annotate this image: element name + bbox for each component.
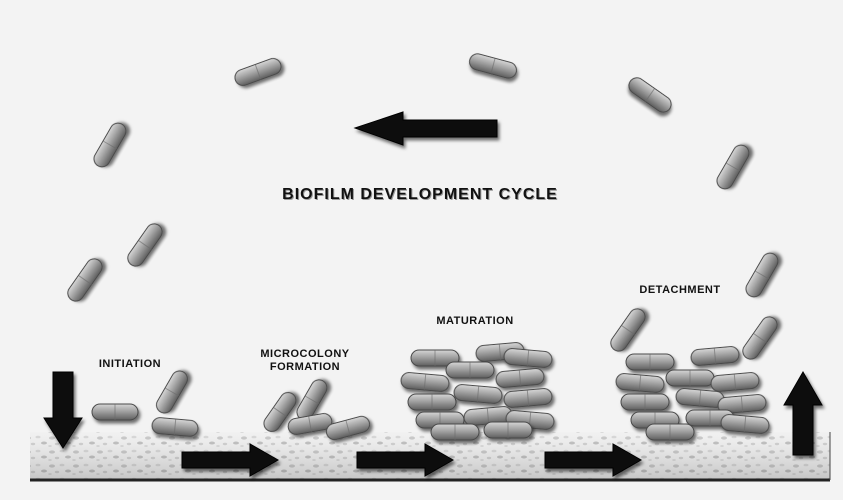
floating-bacterium [65, 256, 106, 304]
floating-bacterium [608, 306, 649, 354]
initiation-bacterium [154, 368, 191, 416]
detachment-bacterium [690, 346, 739, 366]
stage-label-detachment: DETACHMENT [620, 284, 740, 297]
floating-bacterium [740, 314, 781, 362]
floating-bacterium [468, 52, 519, 80]
detachment-bacterium [621, 394, 669, 410]
stage-label-initiation: INITIATION [80, 358, 180, 371]
stage-label-maturation: MATURATION [415, 315, 535, 328]
maturation-bacterium [503, 348, 552, 368]
maturation-bacterium [446, 362, 494, 378]
floating-bacterium [743, 250, 781, 300]
bacteria-group [65, 52, 781, 441]
floating-bacterium [714, 142, 752, 192]
maturation-bacterium [408, 394, 456, 410]
maturation-bacterium [431, 424, 479, 440]
detachment-bacterium [720, 414, 769, 434]
floating-bacterium [626, 75, 674, 116]
detachment-bacterium [615, 373, 664, 393]
maturation-bacterium [484, 422, 532, 438]
stage-label-microcolony-line2: FORMATION [235, 361, 375, 374]
maturation-bacterium [400, 372, 449, 392]
maturation-bacterium [453, 384, 502, 404]
floating-bacterium [91, 120, 129, 170]
detachment-bacterium [666, 370, 714, 386]
detachment-bacterium [710, 372, 759, 392]
cycle-arrow-left [355, 112, 497, 145]
initiation-bacterium [151, 417, 198, 437]
floating-bacterium [125, 221, 166, 269]
stage-label-microcolony: MICROCOLONY FORMATION [235, 348, 375, 373]
maturation-bacterium [503, 388, 552, 408]
maturation-bacterium [495, 368, 544, 388]
diagram-title: BIOFILM DEVELOPMENT CYCLE [220, 186, 620, 204]
floating-bacterium [233, 56, 284, 87]
detachment-bacterium [646, 424, 694, 440]
stage-label-microcolony-line1: MICROCOLONY [235, 348, 375, 361]
detachment-bacterium [626, 354, 674, 370]
initiation-bacterium [92, 404, 138, 420]
